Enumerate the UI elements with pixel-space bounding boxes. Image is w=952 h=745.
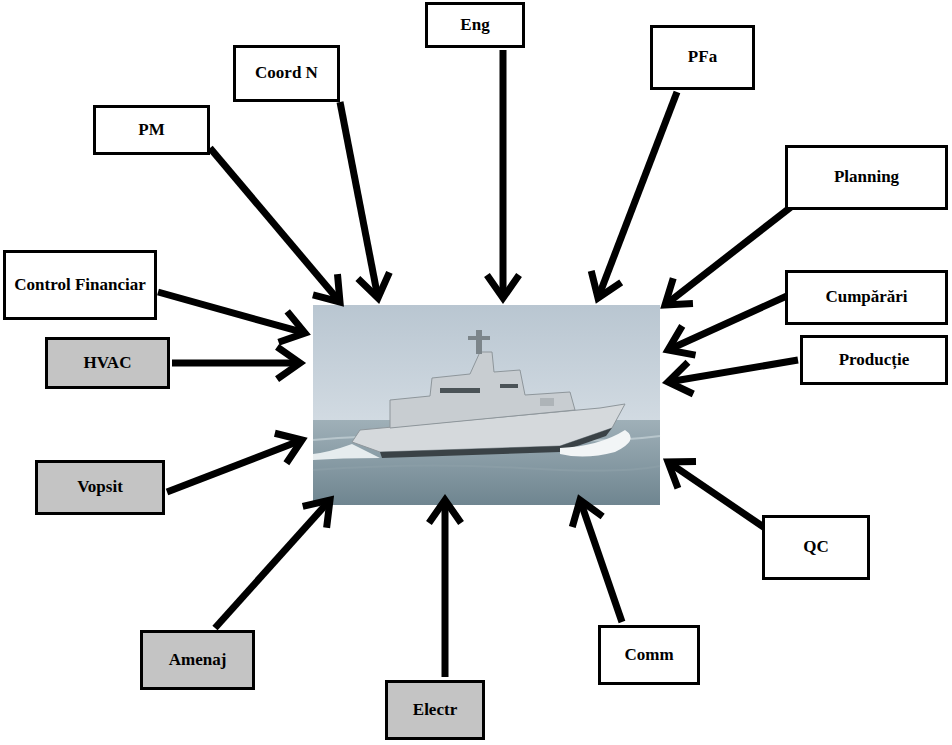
box-label: Producție [833,348,916,372]
box-label: Comm [618,643,679,667]
box-label: Electr [407,698,463,722]
pointer-arrow [172,360,297,367]
box-label: Eng [454,13,495,37]
arrow-head [668,362,693,394]
pointer-arrow [599,92,677,295]
pointer-arrow [667,200,800,303]
box-label: Amenaj [163,648,233,672]
arrow-head [665,278,693,305]
role-box: Producție [800,335,948,385]
pointer-arrow [215,502,328,628]
box-label: Cumpărări [819,285,913,309]
box-label: QC [797,535,835,559]
pointer-arrow [340,102,377,295]
box-label: Planning [828,165,905,189]
role-box: Cumpărări [785,270,948,325]
pointer-arrow [167,441,299,492]
arrow-head [313,274,340,302]
arrow-head [668,462,696,489]
arrow-head [668,326,696,355]
pointer-arrow [500,50,507,295]
arrow-head [358,272,390,298]
pointer-arrow [210,148,338,300]
box-label: Vopsit [71,475,129,499]
role-box: Control Financiar [3,250,157,320]
arrow-head [572,500,602,527]
grey-box: Electr [385,680,485,740]
grey-box: HVAC [45,337,170,389]
role-box: Eng [425,2,525,48]
grey-box: Vopsit [35,460,165,515]
pointer-arrow [158,292,302,332]
box-label: PFa [682,45,723,69]
box-label: Control Financiar [8,273,151,297]
arrow-head [591,271,621,298]
box-label: HVAC [78,351,138,375]
arrow-head [429,500,461,523]
pointer-arrow [671,360,798,381]
pointer-arrow [442,503,449,677]
box-label: Coord N [249,61,324,85]
pointer-arrow [671,290,800,349]
arrow-head [275,433,302,463]
arrow-head [487,275,519,298]
arrow-head [279,311,305,342]
arrow-head [277,347,300,379]
box-label: PM [132,118,170,142]
role-box: QC [762,515,870,580]
grey-box: Amenaj [140,630,255,690]
role-box: Comm [598,625,700,685]
role-box: PFa [650,25,755,90]
role-box: Coord N [233,45,340,102]
pointer-arrow [581,503,622,622]
pointer-arrow [670,464,765,528]
role-box: Planning [785,145,948,210]
role-box: PM [93,105,210,155]
arrow-head [303,500,330,528]
